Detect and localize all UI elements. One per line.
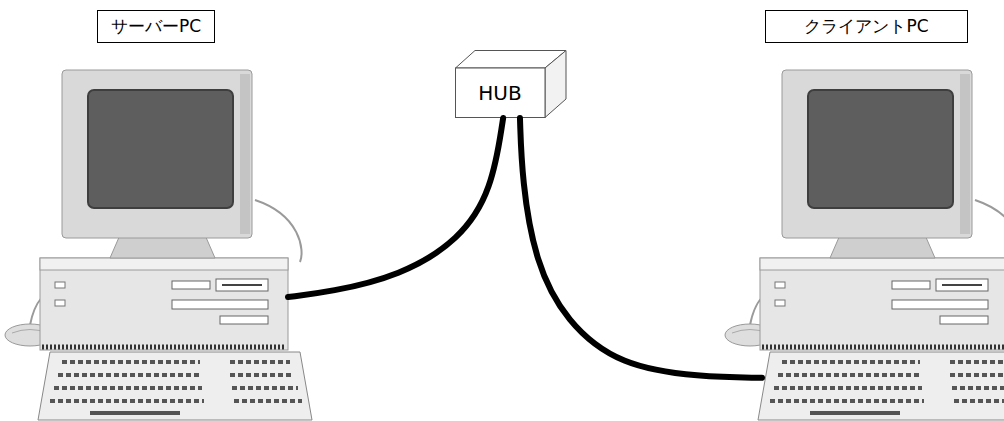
lan-cable [520,118,762,378]
server-pc: サーバーPC [5,8,288,418]
client-pc: クライアントPC [762,8,1002,418]
hub-label: HUB [455,68,545,118]
hub-side [545,51,566,118]
pc-label: クライアントPC [765,10,968,43]
pc-label: サーバーPC [97,10,215,43]
server-computer [5,70,312,420]
hub-box: HUB [455,50,567,118]
client-computer [725,70,1004,420]
hub-front [456,68,546,118]
lan-cable [288,118,503,297]
